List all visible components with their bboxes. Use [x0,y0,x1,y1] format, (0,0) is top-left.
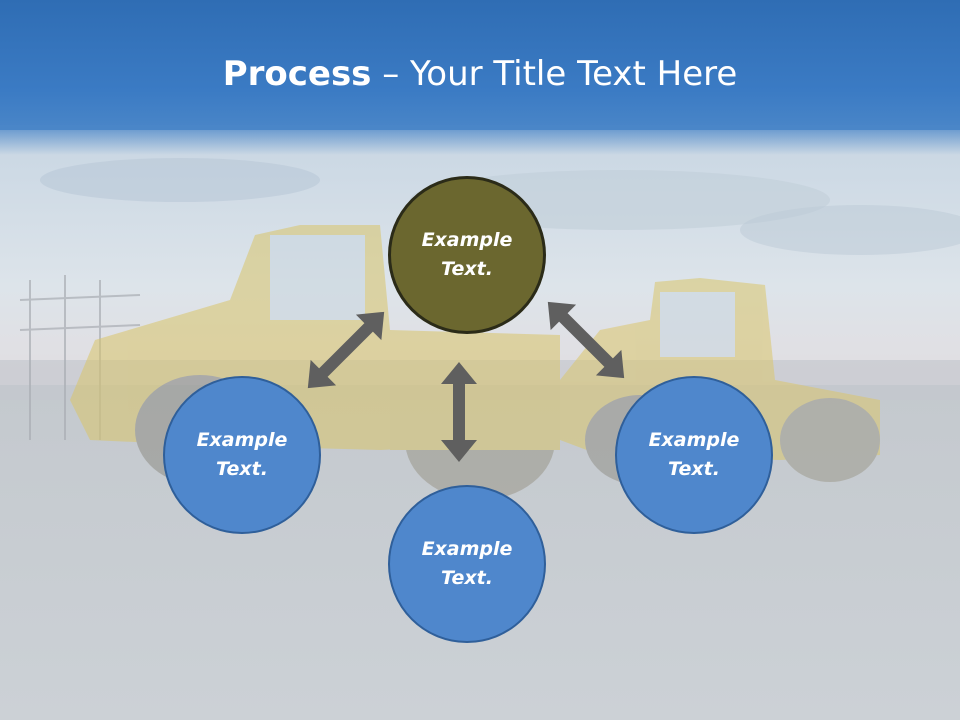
arrow-top-right [547,301,625,379]
slide-title: Process – Your Title Text Here [0,52,960,96]
node-right[interactable]: Example Text. [615,376,773,534]
title-bar [0,0,960,130]
slide-title-bold: Process [222,54,372,94]
node-top-text: Example Text. [421,229,513,280]
node-left[interactable]: Example Text. [163,376,321,534]
node-left-text: Example Text. [196,429,288,480]
node-right-text: Example Text. [648,429,740,480]
node-bottom-text: Example Text. [421,538,513,589]
slide-title-rest: – Your Title Text Here [371,54,738,94]
arrow-top-left [307,311,385,389]
arrow-vertical [441,362,477,462]
node-top[interactable]: Example Text. [388,176,546,334]
node-bottom[interactable]: Example Text. [388,485,546,643]
title-bar-fade [0,125,960,155]
